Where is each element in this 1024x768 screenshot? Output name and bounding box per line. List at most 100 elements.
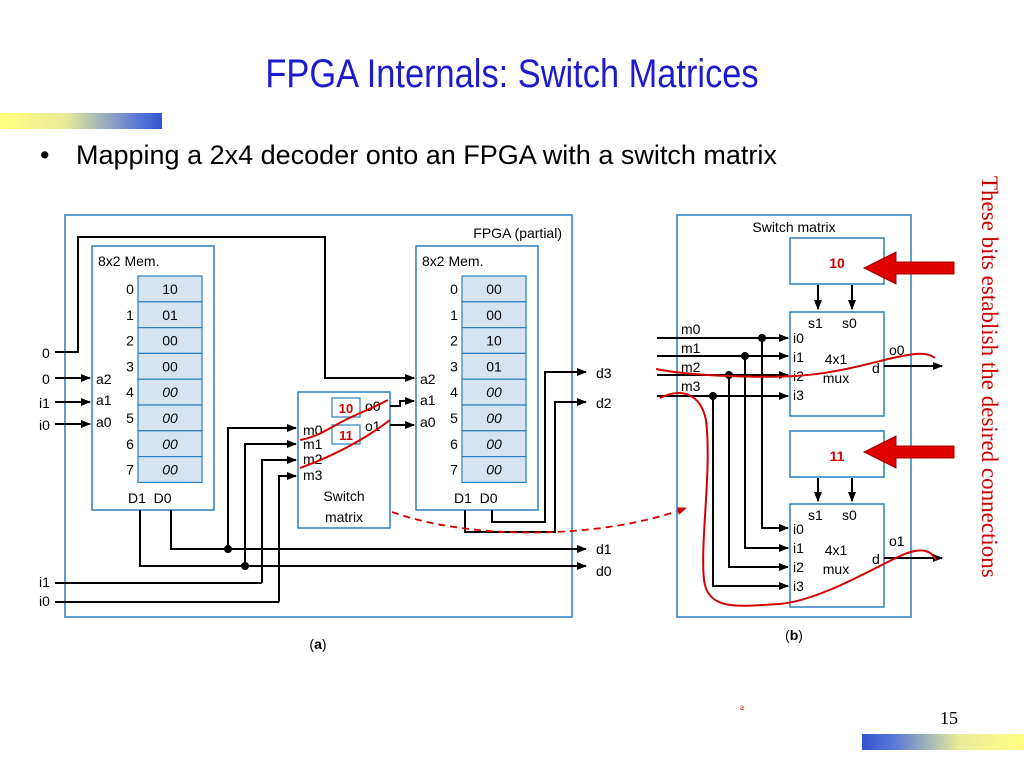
wire-zero-to-right-a2 xyxy=(55,236,415,382)
caption-b: (b) xyxy=(785,627,803,643)
right-mem-address-6: 6 xyxy=(450,436,458,452)
right-mem-address-0: 0 xyxy=(450,281,458,297)
left-mem-address-3: 3 xyxy=(126,358,134,374)
switch-input-m1-b: m1 xyxy=(681,340,701,356)
mux-top-s0: s0 xyxy=(842,315,857,331)
wire-b-m1-down xyxy=(744,356,789,552)
wire-m1 xyxy=(244,440,297,566)
wire-m2 xyxy=(261,456,297,583)
left-mem-value-7: 00 xyxy=(162,462,178,478)
left-mem-value-3: 00 xyxy=(162,358,178,374)
mux-top-s1: s1 xyxy=(808,315,823,331)
config-bits-bottom: 11 xyxy=(830,448,845,464)
dashed-link-arrow xyxy=(391,507,687,534)
mux-bottom-i3: i3 xyxy=(793,578,804,594)
output-d0: d0 xyxy=(596,563,612,579)
right-mem-value-2: 10 xyxy=(486,333,502,349)
side-note: These bits establish the desired connect… xyxy=(977,176,1002,578)
mux-top-label2: mux xyxy=(823,370,849,386)
mux-bottom-box xyxy=(789,503,885,608)
right-memory-title: 8x2 Mem. xyxy=(422,253,483,269)
bullet-item: •Mapping a 2x4 decoder onto an FPGA with… xyxy=(40,140,777,171)
mux-bottom-s0: s0 xyxy=(842,507,857,523)
mux-bottom-output-o1: o1 xyxy=(889,533,905,549)
wire-b-m0-down xyxy=(761,338,789,532)
left-mem-cell-7 xyxy=(137,456,203,484)
mux-bottom-i0: i0 xyxy=(793,521,804,537)
left-memory-box xyxy=(91,245,215,511)
right-mem-value-3: 01 xyxy=(486,358,502,374)
mux-top-label1: 4x1 xyxy=(825,351,848,367)
panel-b-wires xyxy=(657,285,943,590)
left-mem-value-4: 00 xyxy=(162,384,178,400)
right-mem-cell-4 xyxy=(461,378,527,406)
right-mem-cell-1 xyxy=(461,301,527,329)
left-mem-input-a1: a1 xyxy=(96,392,112,408)
right-mem-address-2: 2 xyxy=(450,333,458,349)
right-mem-value-5: 00 xyxy=(486,410,502,426)
switch-matrix-box xyxy=(297,391,391,529)
wire-left-d1 xyxy=(139,510,587,570)
panel-a-wires xyxy=(55,236,587,603)
switch-input-m3-b: m3 xyxy=(681,378,701,394)
right-mem-cell-2 xyxy=(461,327,527,355)
right-mem-address-1: 1 xyxy=(450,307,458,323)
wire-left-d0 xyxy=(170,510,587,553)
junction-b-m0 xyxy=(758,334,766,342)
wire-right-d0 xyxy=(491,368,587,523)
red-path-o1 xyxy=(659,392,937,607)
mux-bottom-label1: 4x1 xyxy=(825,542,848,558)
ext-input-i1: i1 xyxy=(39,395,50,411)
switch-bits-top-cell xyxy=(331,397,361,418)
footer-decoration-bar xyxy=(862,734,1024,750)
right-mem-input-a2: a2 xyxy=(420,371,436,387)
left-mem-cell-1 xyxy=(137,301,203,329)
slide-title: FPGA Internals: Switch Matrices xyxy=(265,52,759,96)
red-arrow-bottom xyxy=(862,435,955,469)
left-mem-address-5: 5 xyxy=(126,410,134,426)
left-mem-address-6: 6 xyxy=(126,436,134,452)
left-mem-outputs: D1 D0 xyxy=(128,490,172,506)
right-mem-value-6: 00 xyxy=(486,436,502,452)
switch-bits-bottom: 11 xyxy=(339,428,353,443)
mux-bottom-label2: mux xyxy=(823,561,849,577)
right-mem-address-3: 3 xyxy=(450,358,458,374)
left-mem-input-a0: a0 xyxy=(96,414,112,430)
left-mem-value-0: 10 xyxy=(162,281,178,297)
left-mem-address-1: 1 xyxy=(126,307,134,323)
right-mem-value-1: 00 xyxy=(486,307,502,323)
mux-top-i3: i3 xyxy=(793,387,804,403)
switch-bits-bottom-cell xyxy=(331,424,361,445)
ext-input-a2-0: 0 xyxy=(42,371,50,387)
mux-top-i1: i1 xyxy=(793,349,804,365)
switch-output-o0: o0 xyxy=(365,398,381,414)
switch-input-m2-b: m2 xyxy=(681,359,701,375)
mux-top-box xyxy=(789,311,885,417)
switch-label-line2: matrix xyxy=(325,509,363,525)
switch-matrix-frame xyxy=(676,214,912,618)
wire-m0 xyxy=(227,424,297,549)
panel-b: Switch matrix 10 11 s1 s0 i0 i1 i2 i3 4x… xyxy=(655,214,955,643)
switch-input-m0-b: m0 xyxy=(681,321,701,337)
junction-b-m1 xyxy=(741,352,749,360)
switch-input-m1: m1 xyxy=(303,436,323,452)
junction-m1 xyxy=(241,562,249,570)
switch-input-m2: m2 xyxy=(303,451,323,467)
right-mem-address-4: 4 xyxy=(450,384,458,400)
mux-bottom-i1: i1 xyxy=(793,540,804,556)
wire-o0-right-a1 xyxy=(390,397,415,407)
mux-top-i0: i0 xyxy=(793,330,804,346)
switch-input-m3: m3 xyxy=(303,467,323,483)
switch-red-connection-1 xyxy=(299,399,389,441)
right-mem-input-a0: a0 xyxy=(420,414,436,430)
left-mem-value-6: 00 xyxy=(162,436,178,452)
right-mem-input-a1: a1 xyxy=(420,392,436,408)
output-d1: d1 xyxy=(596,541,612,557)
right-mem-value-4: 00 xyxy=(486,384,502,400)
page-number: 15 xyxy=(940,708,958,728)
